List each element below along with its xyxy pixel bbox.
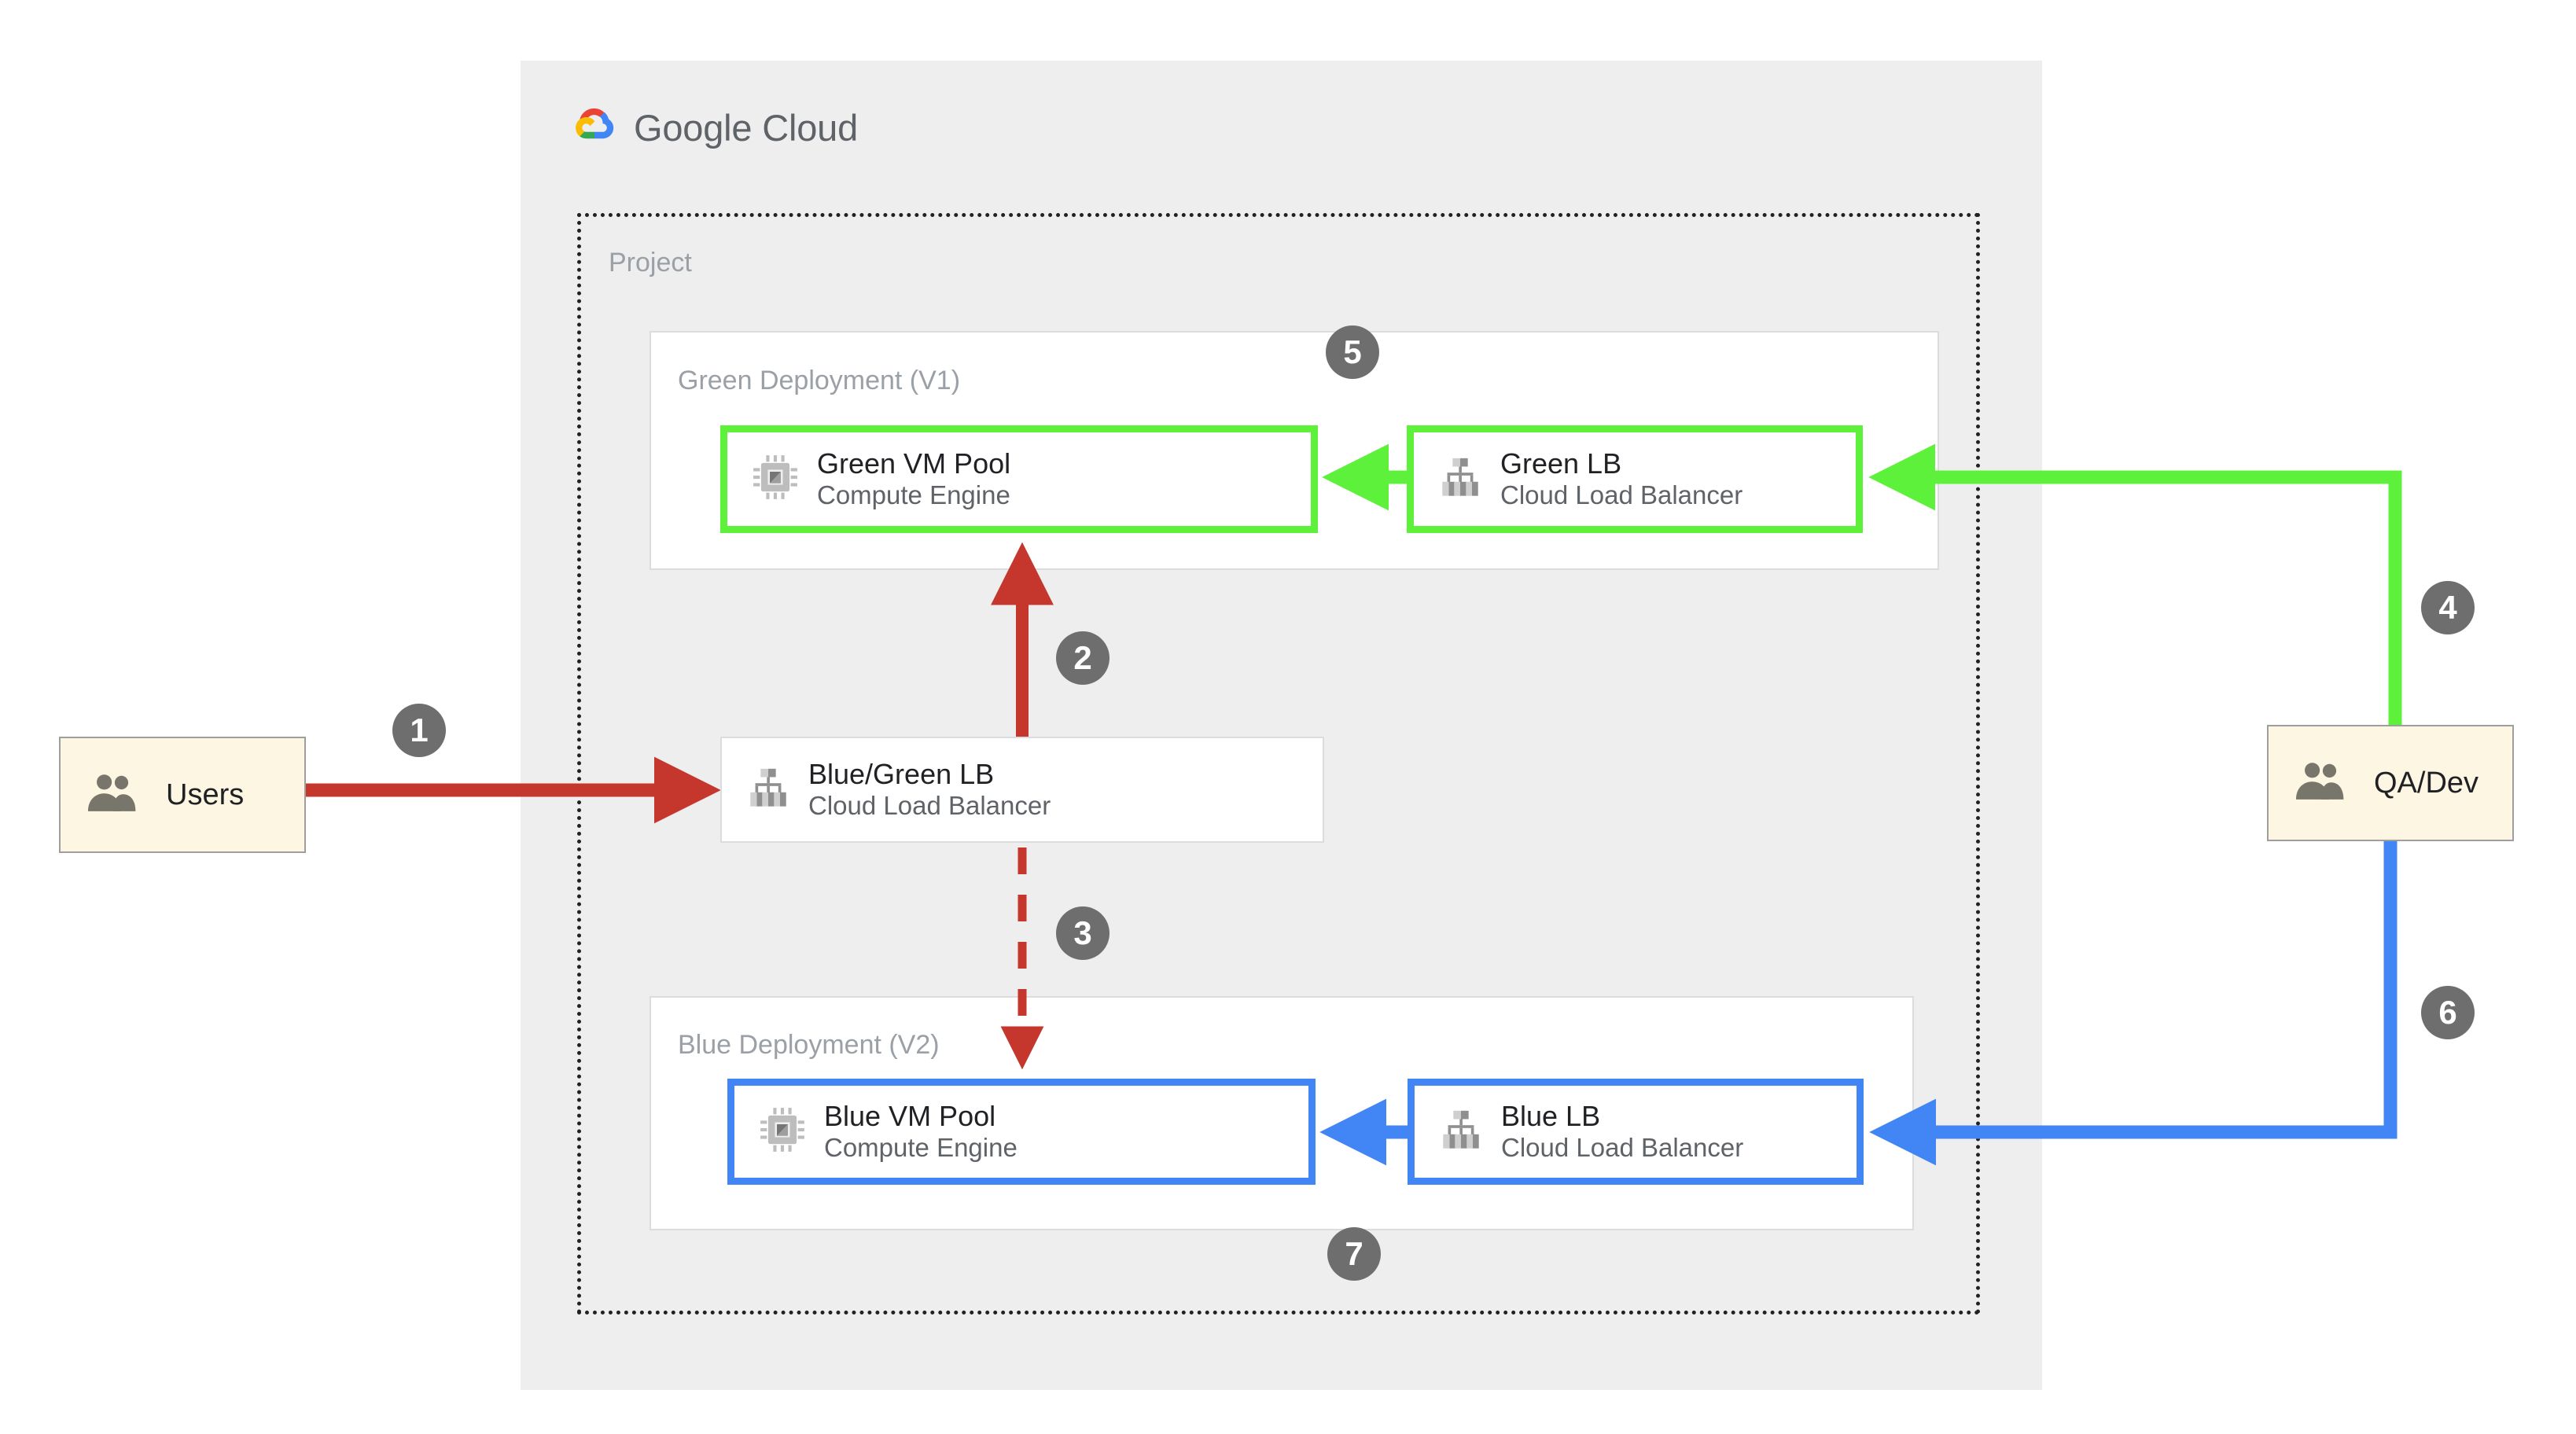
card-green-lb[interactable]: Green LB Cloud Load Balancer [1407, 425, 1863, 533]
card-blue-lb-text: Blue LB Cloud Load Balancer [1501, 1100, 1743, 1164]
users-group-icon [84, 770, 142, 820]
google-cloud-wordmark: Google Cloud [634, 107, 859, 149]
card-green-vm-pool-text: Green VM Pool Compute Engine [817, 447, 1010, 511]
card-title: Blue VM Pool [824, 1099, 996, 1132]
actor-qa-dev-label: QA/Dev [2374, 766, 2479, 800]
actor-users-label: Users [166, 778, 245, 811]
card-subtitle: Compute Engine [824, 1133, 1018, 1163]
compute-engine-icon [751, 453, 800, 506]
card-title: Blue/Green LB [808, 757, 995, 790]
project-boundary [577, 213, 1980, 1314]
step-badge-5: 5 [1326, 325, 1379, 379]
step-badge-3: 3 [1056, 906, 1110, 960]
card-subtitle: Compute Engine [817, 480, 1010, 510]
card-subtitle: Cloud Load Balancer [1500, 480, 1743, 510]
card-title: Blue LB [1501, 1099, 1601, 1132]
card-green-lb-text: Green LB Cloud Load Balancer [1500, 447, 1742, 511]
card-title: Green LB [1500, 447, 1622, 480]
google-cloud-branding: Google Cloud [574, 106, 858, 149]
actor-qa-dev[interactable]: QA/Dev [2267, 725, 2514, 841]
step-badge-1: 1 [392, 704, 446, 757]
card-blue-lb[interactable]: Blue LB Cloud Load Balancer [1408, 1079, 1864, 1185]
project-label: Project [609, 248, 692, 278]
actor-users[interactable]: Users [59, 737, 306, 853]
card-subtitle: Cloud Load Balancer [1501, 1133, 1744, 1163]
step-badge-4: 4 [2421, 581, 2475, 634]
blue-deployment-title: Blue Deployment (V2) [678, 1030, 940, 1060]
card-blue-vm-pool[interactable]: Blue VM Pool Compute Engine [727, 1079, 1316, 1185]
cloud-load-balancer-icon [1437, 454, 1483, 504]
compute-engine-icon [758, 1105, 807, 1158]
step-badge-2: 2 [1056, 631, 1110, 685]
card-blue-green-lb-text: Blue/Green LB Cloud Load Balancer [808, 758, 1051, 822]
cloud-load-balancer-icon [745, 765, 791, 814]
green-deployment-title: Green Deployment (V1) [678, 366, 961, 395]
users-group-icon [2292, 759, 2350, 808]
card-blue-vm-pool-text: Blue VM Pool Compute Engine [824, 1100, 1018, 1164]
card-subtitle: Cloud Load Balancer [808, 791, 1051, 821]
step-badge-7: 7 [1327, 1227, 1381, 1281]
card-blue-green-lb[interactable]: Blue/Green LB Cloud Load Balancer [720, 737, 1324, 843]
card-title: Green VM Pool [817, 447, 1011, 480]
cloud-load-balancer-icon [1438, 1107, 1484, 1156]
card-green-vm-pool[interactable]: Green VM Pool Compute Engine [720, 425, 1318, 533]
step-badge-6: 6 [2421, 986, 2475, 1039]
google-cloud-logo-icon [574, 107, 620, 149]
